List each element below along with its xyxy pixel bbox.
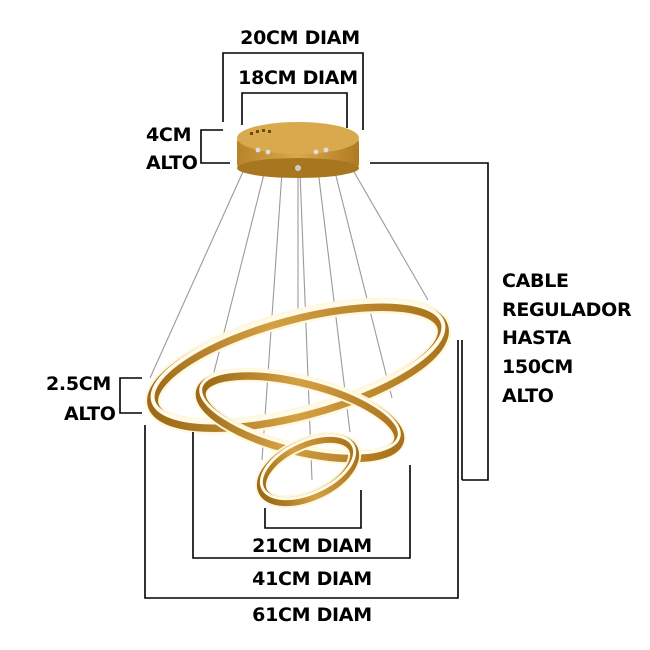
small-ring <box>254 431 362 509</box>
canopy-screws-icon <box>255 147 329 171</box>
small-ring-diam-label: 21CM DIAM <box>252 535 372 557</box>
medium-ring-diam-label: 41CM DIAM <box>252 568 372 590</box>
cable-label-line3: HASTA <box>502 327 572 349</box>
large-ring-diam-label: 61CM DIAM <box>252 604 372 626</box>
dim-line-canopy-inner <box>241 92 348 128</box>
canopy-vent-icon <box>250 129 271 135</box>
dim-line-medium-ring <box>192 432 411 559</box>
dim-line-canopy-height <box>200 129 230 164</box>
ring-height-label-line2: ALTO <box>64 403 116 425</box>
cable-label-line1: CABLE <box>502 270 569 292</box>
dim-line-large-ring <box>144 340 459 599</box>
dim-line-cable <box>370 162 489 481</box>
cable-label-line4: 150CM <box>502 356 573 378</box>
canopy-height-label-line2: ALTO <box>146 152 198 174</box>
ring-height-label-line1: 2.5CM <box>46 373 111 395</box>
canopy-inner-diam-label: 18CM DIAM <box>238 67 358 89</box>
dim-line-canopy-outer <box>222 52 364 130</box>
dim-line-ring-height <box>119 377 142 414</box>
cable-label-line5: ALTO <box>502 385 554 407</box>
large-ring <box>144 297 452 435</box>
canopy-outer-diam-label: 20CM DIAM <box>240 27 360 49</box>
dim-line-small-ring <box>264 490 362 529</box>
cable-label-line2: REGULADOR <box>502 299 632 321</box>
dimension-lines <box>119 52 489 599</box>
ceiling-canopy <box>237 122 359 178</box>
canopy-height-label-line1: 4CM <box>146 124 191 146</box>
